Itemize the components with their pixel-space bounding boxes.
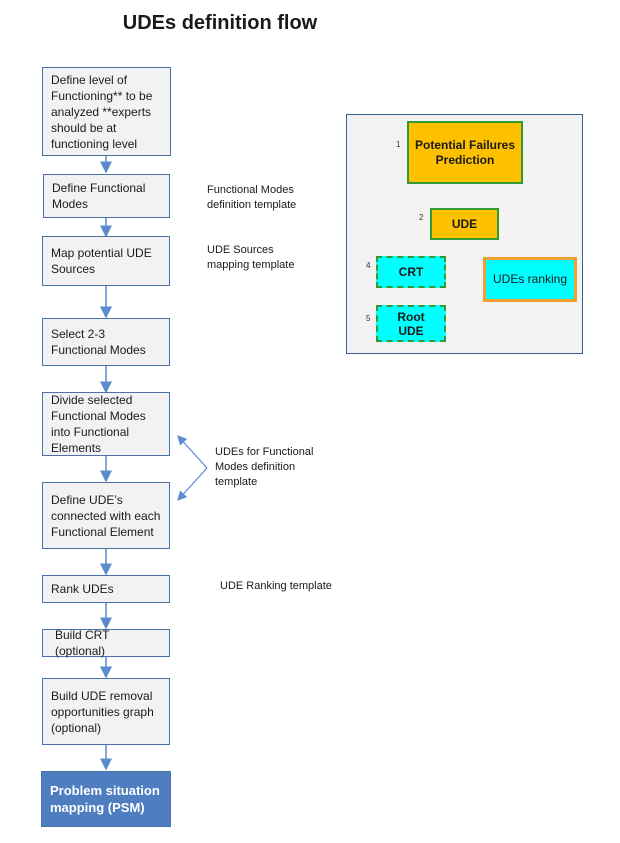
box-udes-ranking: UDEs ranking — [483, 257, 577, 302]
bracket-arrow — [177, 467, 208, 501]
page-title: UDEs definition flow — [122, 12, 318, 34]
box-root-ude: Root UDE — [376, 305, 446, 342]
step-build-removal-graph: Build UDE removal opportunities graph (o… — [42, 678, 170, 745]
number-label: 4 — [366, 261, 371, 270]
step-divide-functional-modes: Divide selected Functional Modes into Fu… — [42, 392, 170, 456]
step-build-crt: Build CRT (optional) — [42, 628, 170, 658]
number-label: 5 — [366, 314, 371, 323]
step-problem-situation-mapping: Problem situation mapping (PSM) — [41, 771, 171, 827]
step-rank-udes: Rank UDEs — [42, 575, 170, 603]
note-ude-ranking-template: UDE Ranking template — [220, 580, 332, 592]
box-ude: UDE — [430, 208, 499, 240]
step-define-functional-modes: Define Functional Modes — [43, 174, 170, 218]
step-select-functional-modes: Select 2-3 Functional Modes — [42, 318, 170, 366]
note-ude-sources-template: UDE Sources mapping template — [207, 244, 295, 271]
bracket-arrow — [177, 435, 208, 469]
note-functional-modes-template: Functional Modes definition template — [207, 184, 297, 211]
step-map-ude-sources: Map potential UDE Sources — [42, 236, 170, 286]
number-label: 1 — [396, 140, 401, 149]
step-define-functioning-level: Define level of Functioning** to be anal… — [42, 67, 171, 156]
box-crt: CRT — [376, 256, 446, 288]
box-potential-failures-prediction: Potential Failures Prediction — [407, 121, 523, 184]
step-define-udes: Define UDE’s connected with each Functio… — [42, 482, 170, 549]
note-udes-functional-modes-template: UDEs for Functional Modes definition tem… — [215, 446, 314, 488]
number-label: 2 — [419, 213, 424, 222]
